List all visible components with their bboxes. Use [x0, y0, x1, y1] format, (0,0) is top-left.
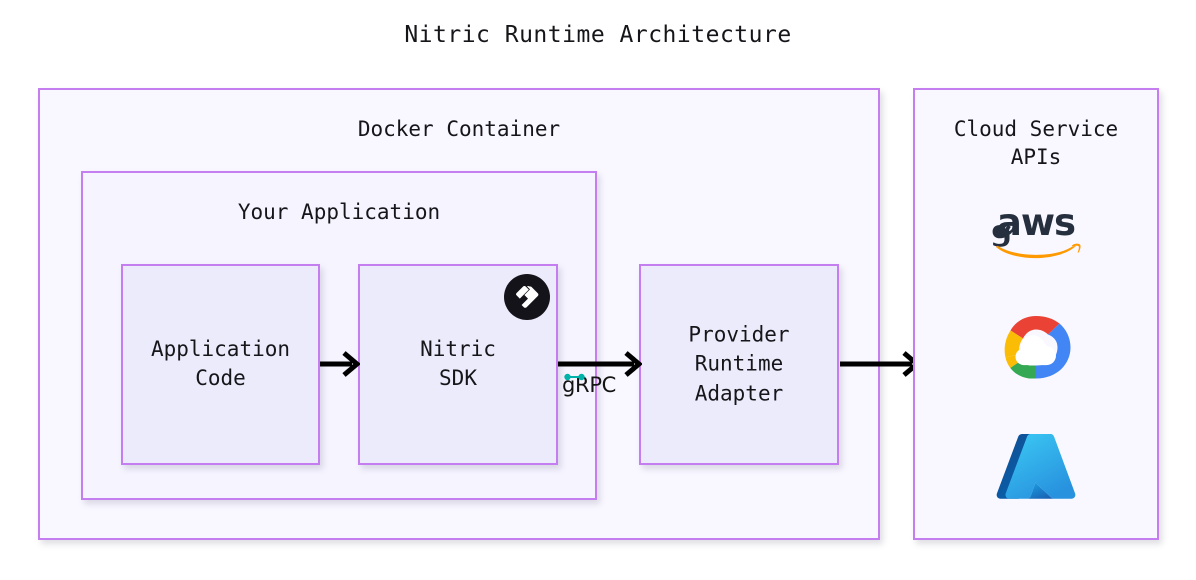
aws-logo-icon: aws	[915, 202, 1157, 264]
provider-runtime-adapter-label: Provider Runtime Adapter	[688, 321, 790, 406]
provider-runtime-adapter-node: Provider Runtime Adapter	[639, 264, 839, 465]
arrow-adapter-to-cloud	[840, 348, 921, 384]
cloud-service-apis: Cloud Service APIs aws	[913, 88, 1159, 540]
grpc-mark-icon	[564, 364, 586, 388]
azure-logo-icon	[915, 430, 1157, 504]
application-code-label: Application Code	[150, 336, 291, 391]
nitric-sdk-label: Nitric SDK	[420, 336, 496, 391]
diagram-title: Nitric Runtime Architecture	[404, 22, 792, 48]
edge-label-grpc: gRPC	[562, 373, 616, 397]
docker-container-label: Docker Container	[357, 117, 561, 141]
arrow-app-to-sdk	[320, 348, 361, 384]
google-cloud-logo-icon	[915, 312, 1157, 384]
cloud-service-apis-label: Cloud Service APIs	[953, 117, 1119, 169]
your-application-label: Your Application	[237, 200, 441, 224]
application-code-node: Application Code	[121, 264, 320, 465]
nitric-logo-icon	[504, 274, 550, 320]
arrow-sdk-to-adapter	[558, 348, 643, 384]
svg-text:aws: aws	[997, 202, 1075, 244]
